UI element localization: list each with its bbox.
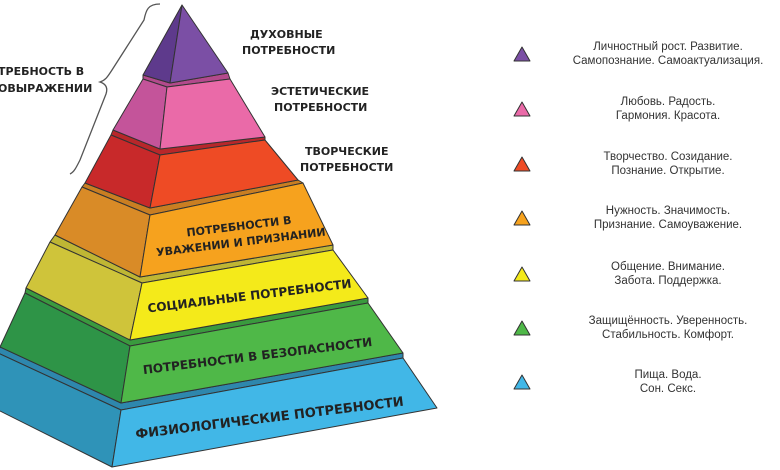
legend-item: Творчество. Созидание. Познание. Открытие… [513,151,733,177]
curly-bracket [69,3,161,175]
side-label-spiritual: ДУХОВНЫЕ ПОТРЕБНОСТИ [242,28,335,57]
triangle-icon [513,101,531,117]
tier-esteem [54,179,334,278]
legend-item: Защищённость. Уверенность. Стабильность. … [513,315,748,341]
legend-item: Общение. Внимание. Забота. Поддержка. [513,261,725,287]
side-label-creative: ТВОРЧЕСКИЕ ПОТРЕБНОСТИ [300,145,393,174]
legend-item: Нужность. Значимость. Признание. Самоуваж… [513,205,742,231]
legend-text: Любовь. Радость. [621,96,716,108]
triangle-icon [513,374,531,390]
legend-item: Любовь. Радость. Гармония. Красота. [513,96,720,122]
triangle-icon [513,46,531,62]
legend-text: Творчество. Созидание. [604,151,733,163]
legend-text: Гармония. Красота. [616,110,720,122]
tier-spiritual [142,4,229,84]
svg-text:ПОТРЕБНОСТИ: ПОТРЕБНОСТИ [242,44,335,57]
legend-text: Общение. Внимание. [611,261,725,273]
triangle-icon [513,210,531,226]
tier-aesthetic [112,72,266,150]
legend-text: Пища. Вода. [634,369,701,381]
tier-physiological [0,346,438,468]
legend-text: Личностный рост. Развитие. [593,41,743,53]
side-label-aesthetic: ЭСТЕТИЧЕСКИЕ ПОТРЕБНОСТИ [271,85,369,114]
tier-social [25,234,369,341]
legend-text: Стабильность. Комфорт. [602,329,734,341]
bracket-label-line1: ТРЕБНОСТЬ В [0,65,84,78]
triangle-icon [513,320,531,336]
legend-text: Забота. Поддержка. [614,275,721,287]
svg-text:ТВОРЧЕСКИЕ: ТВОРЧЕСКИЕ [305,145,389,158]
legend-text: Нужность. Значимость. [606,205,730,217]
svg-text:ПОТРЕБНОСТИ: ПОТРЕБНОСТИ [300,161,393,174]
triangle-icon [513,266,531,282]
legend-text: Познание. Открытие. [611,165,724,177]
svg-text:ЭСТЕТИЧЕСКИЕ: ЭСТЕТИЧЕСКИЕ [271,85,369,98]
triangle-icon [513,156,531,172]
legend-text: Признание. Самоуважение. [594,219,742,231]
bracket-label-line2: ОВЫРАЖЕНИИ [0,82,92,95]
legend-text: Самопознание. Самоактуализация. [573,55,764,67]
legend: Личностный рост. Развитие. Самопознание. … [513,41,764,395]
svg-text:ПОТРЕБНОСТИ: ПОТРЕБНОСТИ [274,101,367,114]
legend-text: Защищённость. Уверенность. [589,315,748,327]
legend-item: Личностный рост. Развитие. Самопознание. … [513,41,764,67]
legend-text: Сон. Секс. [640,383,696,395]
svg-text:ДУХОВНЫЕ: ДУХОВНЫЕ [250,28,323,41]
tier-creative [84,129,299,209]
legend-item: Пища. Вода. Сон. Секс. [513,369,702,395]
